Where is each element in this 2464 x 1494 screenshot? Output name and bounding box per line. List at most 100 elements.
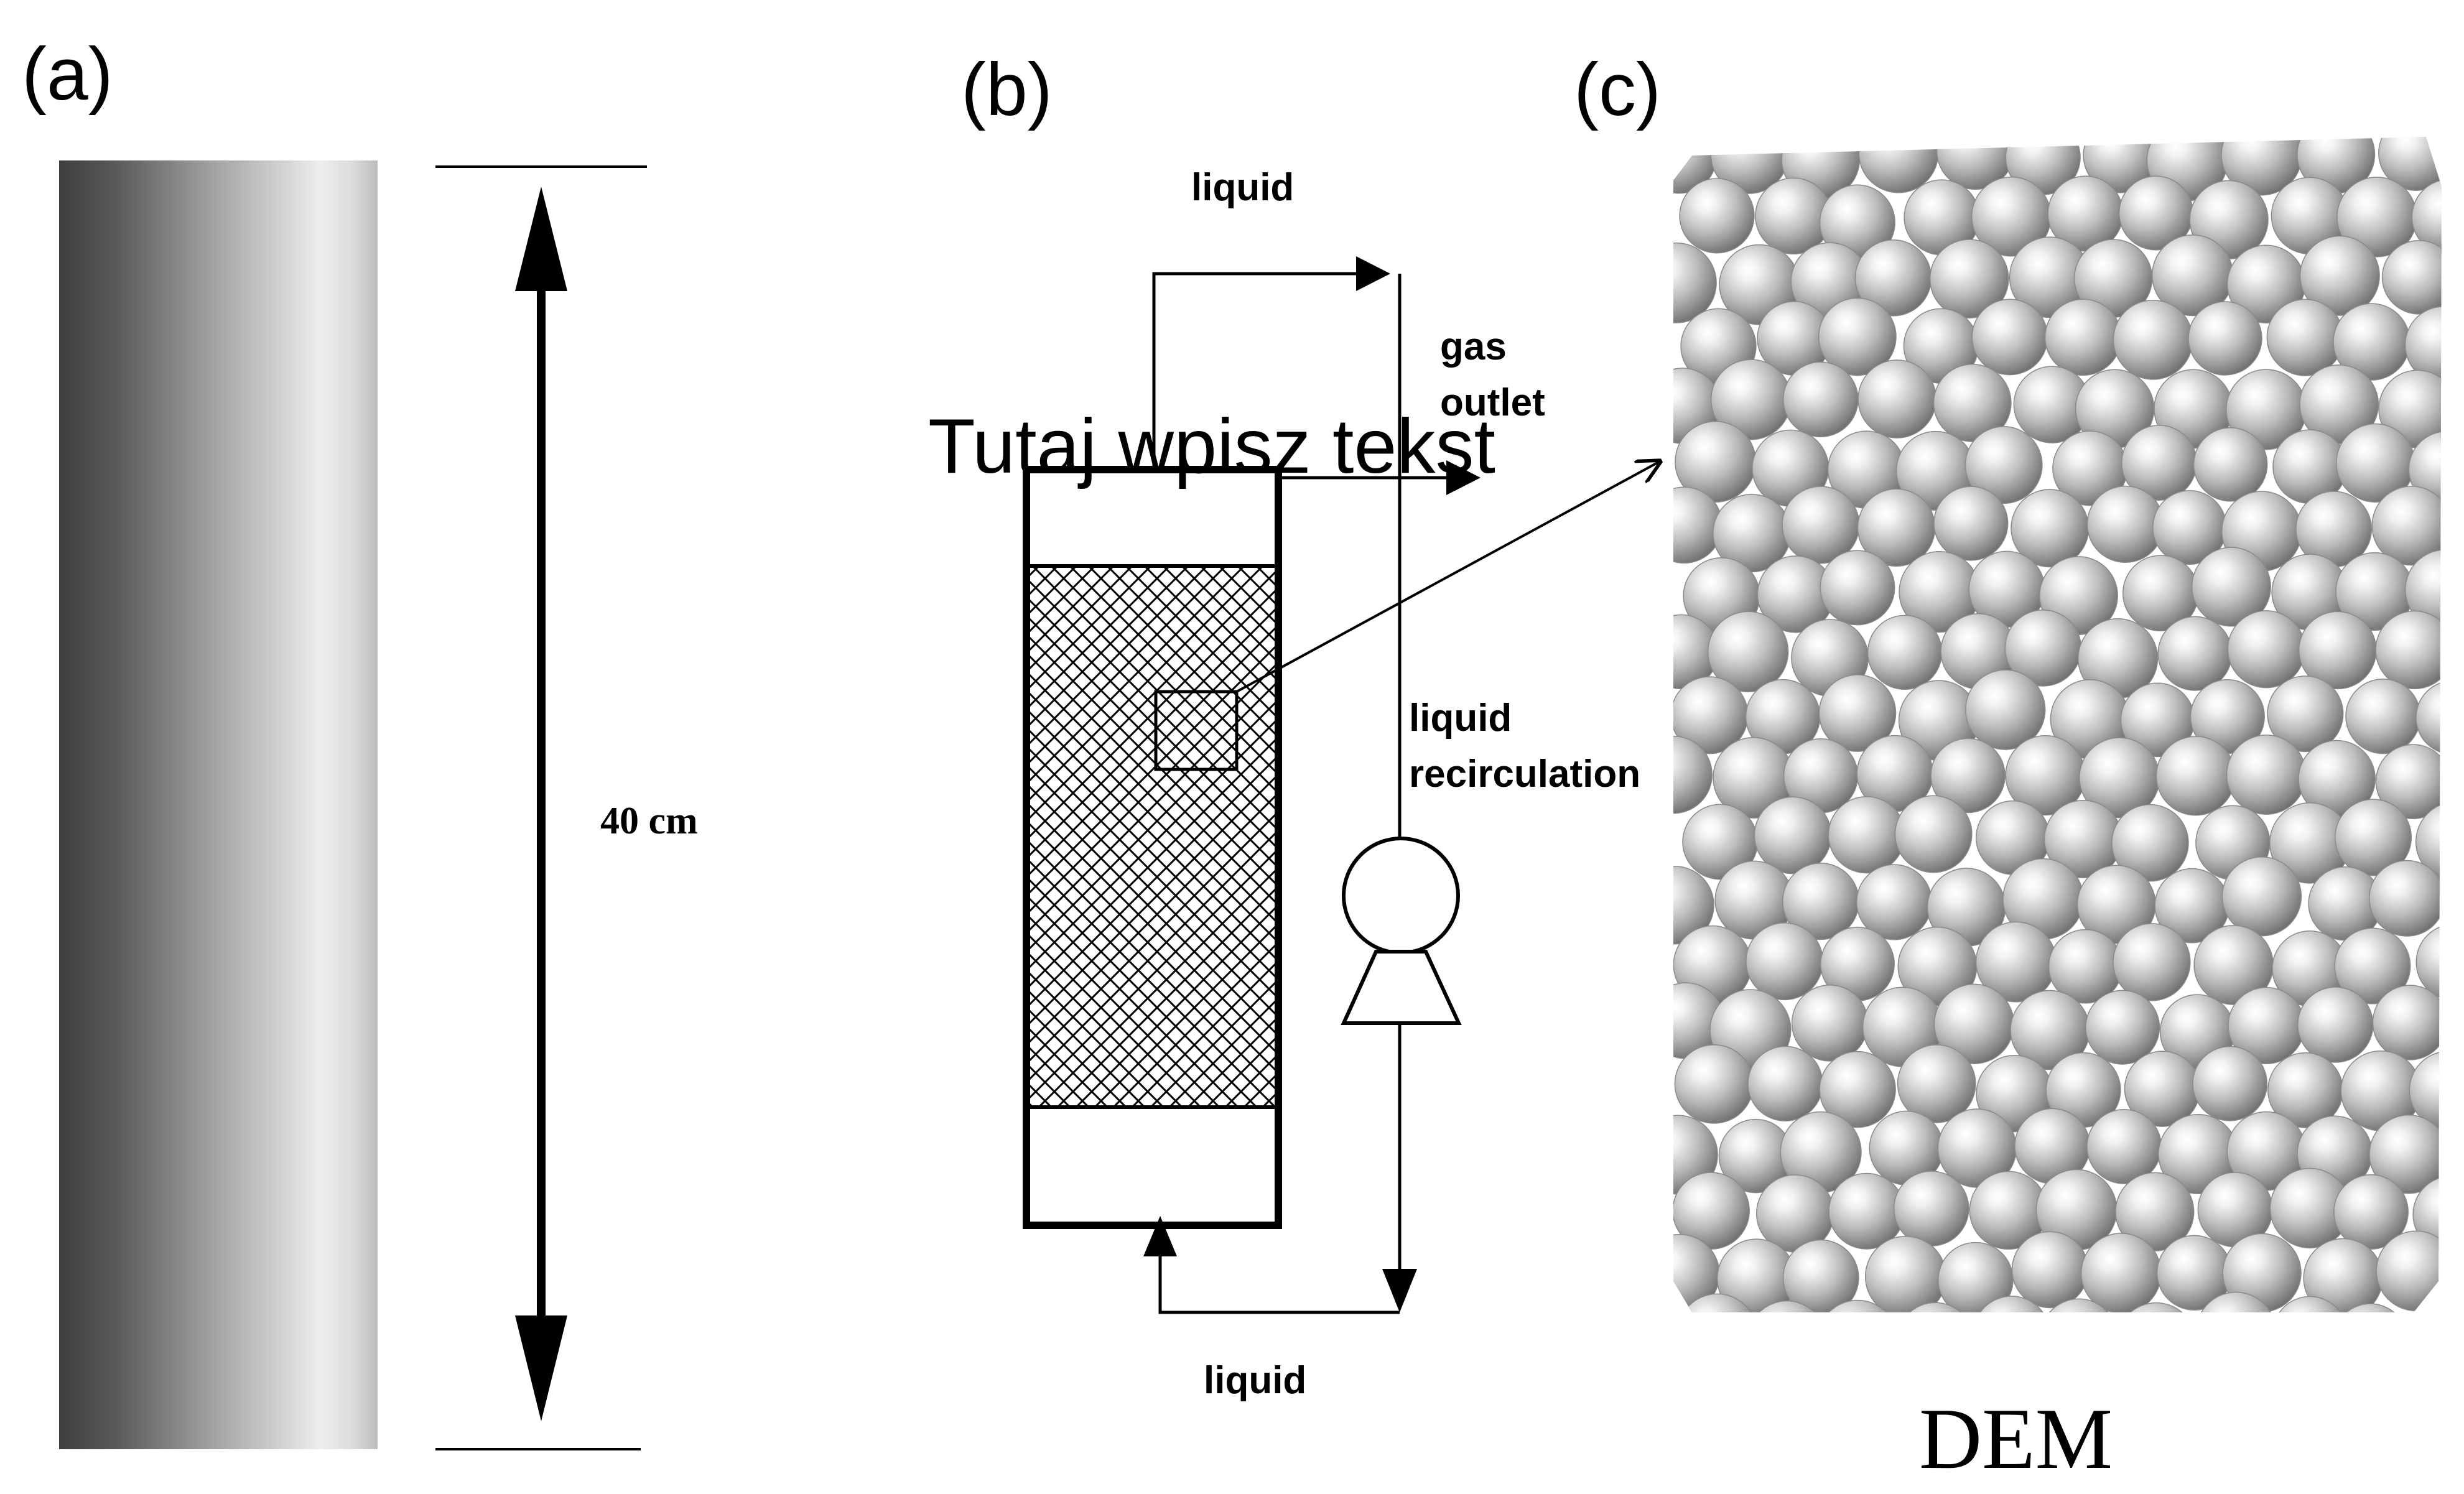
dem-particle — [2368, 860, 2442, 937]
zoom-connector-arrow — [1236, 462, 1660, 693]
recirculation-label-line1: liquid — [1409, 697, 1512, 740]
dem-particle — [2226, 735, 2307, 815]
dem-particle — [2116, 1302, 2197, 1312]
dem-particle — [2375, 610, 2442, 690]
dem-particle — [2411, 179, 2442, 256]
dem-particle — [2415, 924, 2442, 1001]
dem-particle — [2111, 804, 2189, 882]
height-arrow-bottom-head — [515, 1315, 567, 1421]
gas-outlet-arrowhead — [1446, 460, 1481, 495]
dem-particle — [1747, 1300, 1826, 1312]
dem-particle — [1679, 178, 1755, 254]
dem-particle — [2011, 1231, 2089, 1309]
dem-particle — [1816, 1299, 1899, 1312]
gas-outlet-label-line1: gas — [1440, 325, 1507, 368]
dem-particle — [2297, 986, 2374, 1063]
dem-particle — [2113, 923, 2191, 1001]
dem-particle — [1867, 615, 1943, 690]
pump-base-icon — [1341, 950, 1462, 1025]
dem-particle — [1782, 1239, 1859, 1312]
dem-particle — [2457, 860, 2464, 933]
dem-particle — [2408, 430, 2442, 508]
dem-particle — [2040, 1298, 2118, 1312]
dem-particle — [2404, 549, 2442, 630]
pump-icon — [1342, 837, 1460, 955]
dem-particle — [1746, 922, 1824, 1001]
dem-particle — [2456, 118, 2464, 193]
cylinder-column — [59, 160, 378, 1449]
dem-particle — [2404, 306, 2442, 384]
dem-particle — [2227, 610, 2305, 689]
height-arrow-top-head — [515, 187, 567, 291]
dem-particle — [2454, 366, 2464, 445]
dem-particle — [1754, 796, 1832, 875]
dem-particle — [2299, 235, 2380, 316]
dem-particle — [2334, 799, 2412, 876]
dem-particle — [2443, 243, 2464, 322]
dem-particle — [2376, 1230, 2442, 1312]
recirculation-arrowhead — [1382, 1269, 1417, 1312]
dem-particle — [2345, 679, 2421, 754]
dem-particle — [2266, 299, 2344, 376]
dem-particle — [1973, 1296, 2051, 1312]
dem-particle — [1676, 1293, 1758, 1312]
dem-particle — [2334, 927, 2411, 1005]
liquid-top-label: liquid — [1191, 166, 1294, 209]
dem-particle — [1818, 297, 1897, 376]
dem-particle — [2415, 801, 2442, 883]
dem-particle — [1828, 796, 1905, 874]
dem-particle — [1896, 1302, 1974, 1312]
dem-particle — [2375, 744, 2442, 819]
dem-particle — [2440, 1108, 2442, 1187]
dem-particle — [1933, 363, 2012, 442]
dem-particle — [2371, 486, 2442, 566]
dem-particle — [1673, 486, 1723, 564]
dem-particle — [2450, 739, 2464, 814]
liquid-inlet-pipe — [1158, 1256, 1400, 1314]
dem-particle — [1933, 486, 2009, 561]
dem-particle — [1673, 242, 1717, 323]
panel-a: (a) 40 cm — [22, 32, 698, 1450]
dem-particle — [2333, 1303, 2408, 1312]
dem-particle — [2333, 1174, 2409, 1250]
panel-a-label: (a) — [22, 32, 113, 116]
dem-particle — [2444, 985, 2464, 1062]
dem-particle — [2415, 680, 2442, 755]
dem-particle — [1747, 1046, 1823, 1122]
dem-particle — [2188, 301, 2262, 376]
dem-particle — [1971, 299, 2048, 376]
dem-particle — [2113, 299, 2193, 380]
dem-particle — [1673, 735, 1713, 814]
dem-particle — [1828, 1172, 1905, 1250]
dem-particle — [1674, 1044, 1754, 1124]
dem-particle — [1782, 361, 1859, 438]
liquid-outlet-arrowhead — [1356, 256, 1390, 291]
dem-particle — [1964, 426, 2043, 504]
zoom-region-box — [1154, 690, 1239, 771]
dem-particle-packing — [1673, 118, 2464, 1312]
dem-particle — [2412, 1176, 2442, 1253]
dem-particle — [2195, 1291, 2277, 1312]
dem-particle — [2378, 137, 2442, 191]
dem-particle — [1791, 984, 1869, 1062]
dem-particle — [1894, 795, 1973, 873]
dem-particle — [2157, 616, 2233, 691]
dem-particle — [2155, 736, 2236, 816]
dem-particle — [2191, 547, 2271, 627]
dem-particle — [1819, 1051, 1896, 1128]
dem-particle — [1858, 137, 1939, 193]
dem-particle — [2086, 485, 2164, 564]
dem-particle — [2372, 985, 2442, 1060]
panel-b: (b) liquid gas outlet liquid recirculati… — [928, 48, 1660, 1402]
dem-particle — [2044, 299, 2122, 376]
recirculation-label-line2: recirculation — [1409, 753, 1640, 796]
dem-particle — [1820, 550, 1895, 626]
dem-particle — [2193, 427, 2268, 502]
liquid-bottom-label: liquid — [1204, 1359, 1306, 1402]
dem-particle — [1818, 674, 1897, 752]
dem-particle — [2267, 675, 2344, 753]
placeholder-text-box: Tutaj wpisz tekst — [928, 404, 1495, 489]
dem-particle — [1930, 738, 2006, 814]
dem-particle — [1857, 360, 1937, 438]
